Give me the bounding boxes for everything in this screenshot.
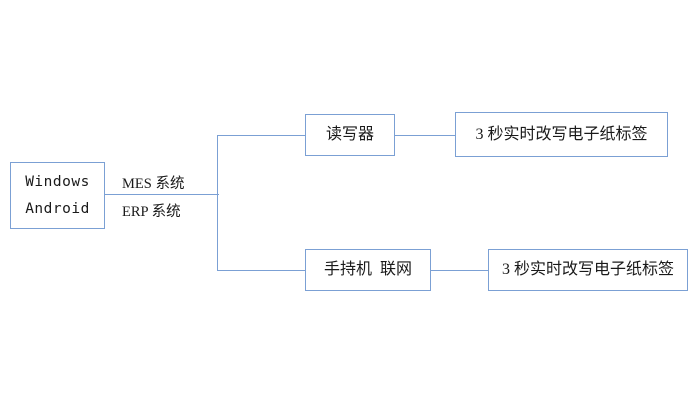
connector-branch-to-handheld [217, 270, 306, 271]
node-source-line-android: Android [25, 200, 90, 217]
node-reader-label: 读写器 [325, 126, 374, 143]
node-tag-bottom[interactable]: 3 秒实时改写电子纸标签 [488, 249, 688, 291]
node-tag-bottom-label: 3 秒实时改写电子纸标签 [501, 261, 674, 278]
node-handheld[interactable]: 手持机 联网 [305, 249, 431, 291]
node-handheld-label: 手持机 联网 [323, 261, 412, 278]
connector-source-to-branch [104, 194, 219, 195]
connector-branch-to-reader [217, 135, 306, 136]
node-reader[interactable]: 读写器 [305, 114, 395, 156]
edge-label-erp: ERP 系统 [122, 204, 181, 220]
node-tag-top[interactable]: 3 秒实时改写电子纸标签 [455, 112, 668, 157]
node-source-platforms[interactable]: Windows Android [10, 162, 105, 229]
connector-handheld-to-tag [430, 270, 489, 271]
edge-label-mes: MES 系统 [122, 176, 185, 192]
node-source-line-windows: Windows [25, 173, 90, 190]
connector-branch-spine [217, 135, 218, 271]
connector-reader-to-tag [394, 135, 456, 136]
node-tag-top-label: 3 秒实时改写电子纸标签 [475, 125, 648, 143]
